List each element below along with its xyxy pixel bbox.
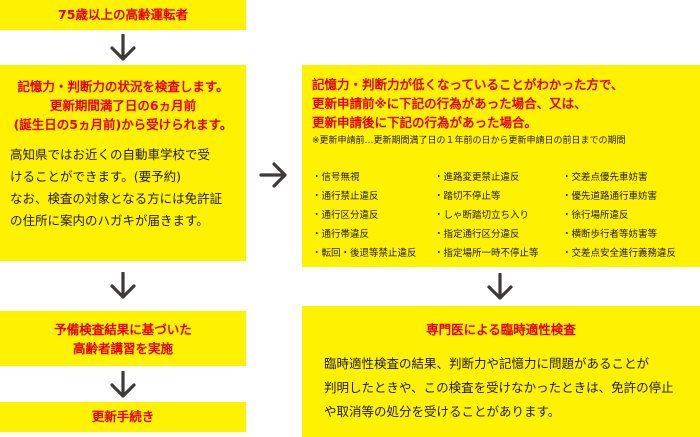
step-elderly-driver-label: 75歳以上の高齢運転者 xyxy=(58,7,188,22)
violation-column: ・進路変更禁止違反 ・踏切不停止等 ・しゃ断踏切立ち入り ・指定通行区分違反 ・… xyxy=(434,168,539,263)
exam-body-line: 高知県ではお近くの自動車学校で受 xyxy=(10,147,211,162)
violation-column: ・交差点優先車妨害 ・優先道路通行車妨害 ・徐行場所違反 ・横断歩行者等妨害等 … xyxy=(562,168,676,263)
violation-item: ・交差点安全進行義務違反 xyxy=(562,248,677,259)
exam-body-line: なお、検査の対象となる方には免許証 xyxy=(10,191,223,206)
violation-item: ・通行区分違反 xyxy=(312,210,379,221)
renewal-label: 更新手続き xyxy=(91,409,155,424)
violation-item: ・指定通行区分違反 xyxy=(434,229,520,240)
specialist-body-line: 判明したときや、この検査を受けなかったときは、免許の停止 xyxy=(324,380,674,395)
violation-item: ・指定場所一時不停止等 xyxy=(434,248,539,259)
exam-line: 更新期間満了日の6ヵ月前 xyxy=(49,98,197,113)
violation-item: ・横断歩行者等妨害等 xyxy=(562,229,658,240)
arrow-down-icon xyxy=(110,272,136,299)
violation-item: ・交差点優先車妨害 xyxy=(562,172,648,183)
arrow-down-icon xyxy=(110,34,136,61)
violation-item: ・踏切不停止等 xyxy=(434,191,501,202)
step-conditions: 記憶力・判断力が低くなっていることがわかった方で、 更新申請前※に下記の行為があ… xyxy=(302,65,700,267)
violation-item: ・徐行場所違反 xyxy=(562,210,629,221)
specialist-title: 専門医による臨時適性検査 xyxy=(426,322,576,337)
violation-item: ・通行禁止違反 xyxy=(312,191,379,202)
violation-item: ・しゃ断踏切立ち入り xyxy=(434,210,530,221)
lecture-line: 高齢者講習を実施 xyxy=(72,341,173,356)
step-specialist-exam: 専門医による臨時適性検査 臨時適性検査の結果、判断力や記憶力に問題があることが … xyxy=(302,306,700,437)
condition-line: 記憶力・判断力が低くなっていることがわかった方で、 xyxy=(312,77,624,92)
violation-item: ・優先道路通行車妨害 xyxy=(562,191,658,202)
condition-note: ※更新申請前…更新期間満了日の１年前の日から更新申請日の前日までの期間 xyxy=(312,136,626,146)
violation-item: ・通行帯違反 xyxy=(312,229,370,240)
step-cognitive-exam: 記憶力・判断力の状況を検査します。 更新期間満了日の6ヵ月前 (誕生日の5ヵ月前… xyxy=(0,65,246,261)
step-elderly-driver: 75歳以上の高齢運転者 xyxy=(0,0,246,30)
violation-column: ・信号無視 ・通行禁止違反 ・通行区分違反 ・通行帯違反 ・転回・後退等禁止違反 xyxy=(312,168,417,263)
arrow-down-icon xyxy=(487,273,513,300)
specialist-body-line: や取消等の処分を受けることがあります。 xyxy=(324,404,561,419)
violation-item: ・信号無視 xyxy=(312,172,360,183)
exam-body-line: けることができます。(要予約) xyxy=(10,169,182,184)
exam-body-line: の住所に案内のハガキが届きます。 xyxy=(10,213,209,228)
exam-line: (誕生日の5ヵ月前)から受けられます。 xyxy=(13,117,233,132)
violation-item: ・進路変更禁止違反 xyxy=(434,172,520,183)
condition-line: 更新申請後に下記の行為があった場合。 xyxy=(312,115,538,130)
arrow-down-icon xyxy=(110,371,136,398)
condition-line: 更新申請前※に下記の行為があった場合、又は、 xyxy=(312,96,587,111)
step-senior-lecture: 予備検査結果に基づいた 高齢者講習を実施 xyxy=(0,311,246,366)
arrow-right-icon xyxy=(259,162,287,188)
violation-item: ・転回・後退等禁止違反 xyxy=(312,248,417,259)
exam-line: 記憶力・判断力の状況を検査します。 xyxy=(17,79,229,94)
specialist-body-line: 臨時適性検査の結果、判断力や記憶力に問題があることが xyxy=(324,356,650,371)
step-renewal: 更新手続き xyxy=(0,402,246,432)
lecture-line: 予備検査結果に基づいた xyxy=(54,322,192,337)
